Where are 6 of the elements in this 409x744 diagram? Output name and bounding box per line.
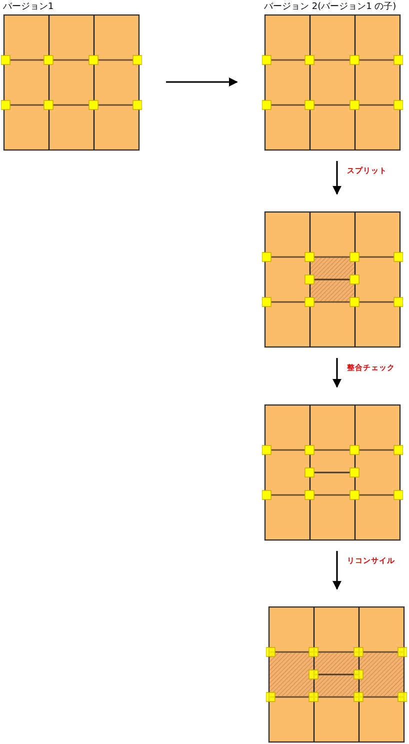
version-heading: バージョン1 [3,1,54,13]
arrow [332,161,342,195]
arrow [332,358,342,388]
arrow [166,78,238,86]
arrow [332,551,342,590]
version-heading: バージョン 2(バージョン1 の子) [264,1,396,13]
